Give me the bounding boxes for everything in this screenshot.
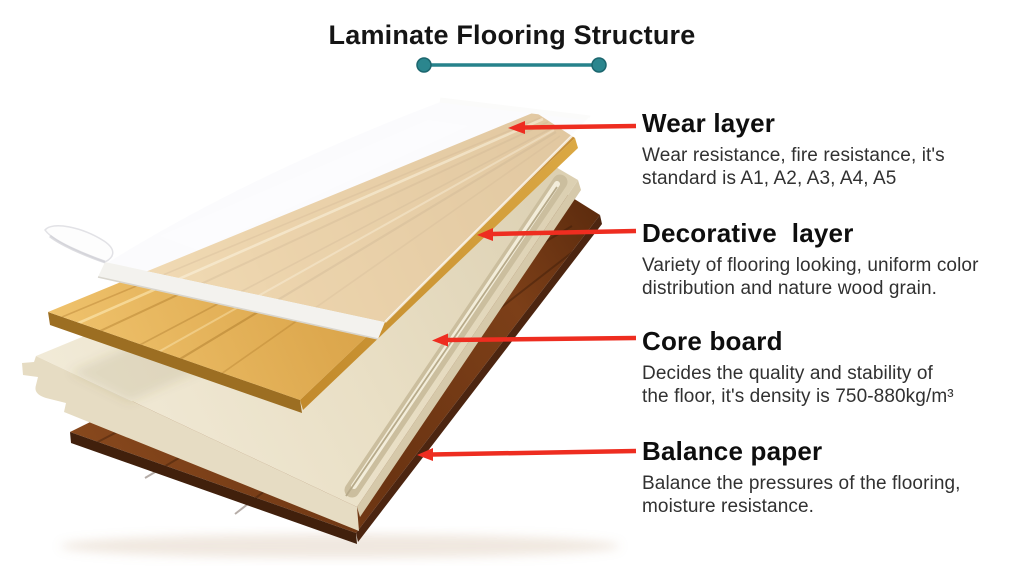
decorative-layer-arrow bbox=[477, 228, 637, 241]
divider-dot-right bbox=[591, 57, 607, 73]
wear-layer-arrow bbox=[508, 121, 637, 134]
wear-layer-heading: Wear layer bbox=[642, 108, 776, 138]
wear-layer-front-lip bbox=[98, 262, 385, 339]
core-board-arrow bbox=[432, 333, 637, 347]
core-board-heading: Core board bbox=[642, 326, 783, 356]
core-board-description-line-1: Decides the quality and stability of bbox=[642, 363, 933, 385]
label-core-board: Core board Decides the quality and stabi… bbox=[642, 326, 1017, 408]
title-divider bbox=[416, 57, 607, 73]
stack-shadow bbox=[60, 534, 620, 558]
core-board-description-line-2: the floor, it's density is 750-880kg/m³ bbox=[642, 385, 954, 407]
label-decorative-layer: Decorative layer Variety of flooring loo… bbox=[642, 218, 1017, 300]
wear-layer-description-line-1: Wear resistance, fire resistance, it's bbox=[642, 145, 945, 167]
label-balance-paper: Balance paper Balance the pressures of t… bbox=[642, 436, 1017, 518]
balance-paper-description-line-1: Balance the pressures of the flooring, bbox=[642, 473, 961, 495]
decorative-layer-description-line-2: distribution and nature wood grain. bbox=[642, 277, 938, 299]
decorative-layer-description-line-1: Variety of flooring looking, uniform col… bbox=[642, 255, 979, 277]
wear-layer-graphic bbox=[44, 97, 591, 340]
label-wear-layer: Wear layer Wear resistance, fire resista… bbox=[642, 108, 1017, 190]
page-title: Laminate Flooring Structure bbox=[328, 20, 696, 50]
balance-paper-description-line-2: moisture resistance. bbox=[642, 495, 815, 517]
wear-layer-description-line-2: standard is A1, A2, A3, A4, A5 bbox=[642, 167, 897, 189]
wear-layer-curled-corner bbox=[44, 224, 114, 264]
callout-arrows bbox=[417, 121, 637, 461]
balance-paper-heading: Balance paper bbox=[642, 436, 823, 466]
divider-dot-left bbox=[416, 57, 432, 73]
decorative-layer-heading: Decorative layer bbox=[642, 218, 854, 248]
balance-paper-arrow bbox=[417, 448, 637, 461]
